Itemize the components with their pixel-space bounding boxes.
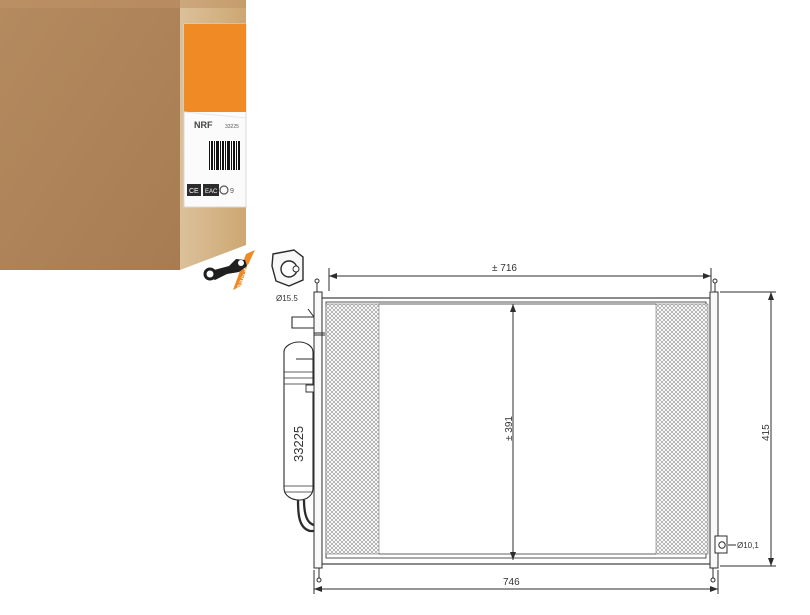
cert-mark-ce: CE [189,188,199,195]
condenser-frame [319,297,713,565]
condenser-drawing: ± 716 ± 391 [283,263,776,594]
label-code-text: 33225 [225,124,239,130]
cert-mark-eac: EAC [205,189,218,195]
receiver-part-number: 33225 [291,426,306,462]
port-fitting [714,535,736,554]
easyfit-badge: easyfit [203,250,255,291]
mounting-pins [314,278,718,583]
info-icon: 9 [230,188,234,195]
overall-height-dimension [720,291,776,567]
fitting-diameter-label: Ø15.5 [276,294,298,303]
label-orange-band [184,24,246,112]
recycle-icon [219,185,229,195]
fitting-bolt-icon [292,265,300,273]
barcode-icon [209,141,240,170]
right-core-mesh [655,303,709,555]
certification-marks: CE EAC 9 [187,184,234,196]
port-diameter-label: Ø10,1 [737,541,759,550]
left-core-mesh [325,303,380,555]
easyfit-bracket-icon [203,259,247,281]
receiver-drier [283,341,315,533]
core-height-label: ± 391 [504,416,515,441]
bottom-width-dimension [313,570,719,594]
box-top-edge [0,0,246,8]
top-width-label: ± 716 [492,263,517,274]
easyfit-badge-shape [233,250,255,290]
bottom-width-label: 746 [503,577,520,588]
fitting-detail: Ø15.5 [271,249,319,329]
package-label: NRF 33225 [183,23,247,208]
top-width-dimension [328,268,712,291]
box-front-face [0,0,180,270]
core-height-dimension [510,304,516,560]
left-side-tank [313,291,323,569]
right-side-tank [709,291,719,569]
label-brand-text: NRF [194,120,213,130]
overall-height-label: 415 [761,424,772,441]
cardboard-box: NRF 33225 [0,0,247,270]
